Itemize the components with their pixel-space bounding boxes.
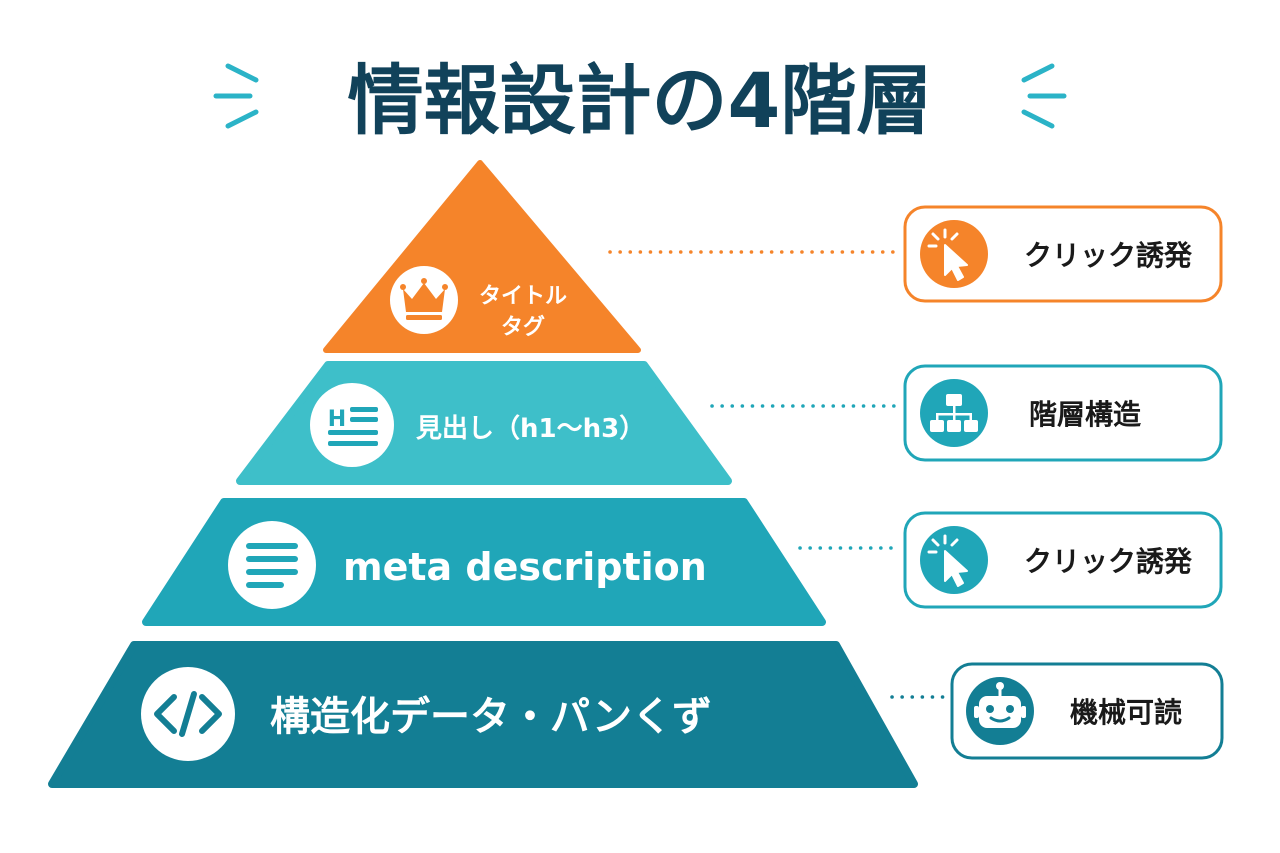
- layer-structured-data: 構造化データ・パンくず: [48, 641, 918, 788]
- crown-icon: [400, 278, 448, 320]
- tag-click-1-label: クリック誘発: [1024, 239, 1193, 272]
- tag-hierarchy-label: 階層構造: [1029, 398, 1141, 431]
- sitemap-icon: [930, 394, 978, 432]
- connectors: [608, 250, 947, 699]
- tag-click-2-label: クリック誘発: [1024, 545, 1193, 578]
- layer-headings-label: 見出し（h1〜h3）: [416, 414, 645, 444]
- layer-title-tag-label-1: タイトル: [479, 284, 567, 309]
- tag-hierarchy: 階層構造: [903, 364, 1223, 462]
- tag-machine-readable-label: 機械可読: [1070, 696, 1182, 729]
- heading-icon: H: [328, 407, 378, 446]
- layer-headings: H 見出し（h1〜h3）: [236, 361, 732, 485]
- title-dash-right-icon: [1021, 63, 1067, 129]
- code-icon: [154, 691, 222, 737]
- layer-title-tag: タイトル タグ: [323, 160, 641, 353]
- text-lines-icon: [246, 543, 298, 588]
- robot-icon: [974, 682, 1026, 728]
- svg-text:H: H: [328, 407, 346, 432]
- cursor-click-icon: [927, 534, 968, 587]
- cursor-click-icon: [927, 228, 968, 281]
- tag-machine-readable: 機械可読: [950, 662, 1224, 760]
- layer-meta-description: meta description: [142, 498, 826, 626]
- title-dash-left-icon: [213, 63, 259, 129]
- page-title: 情報設計の4階層: [348, 56, 933, 145]
- title-group: 情報設計の4階層: [213, 56, 1067, 145]
- layer-title-tag-label-2: タグ: [501, 314, 545, 340]
- layer-structured-data-label: 構造化データ・パンくず: [270, 694, 712, 740]
- tag-click-1: クリック誘発: [903, 205, 1223, 303]
- layer-meta-description-label: meta description: [343, 545, 707, 589]
- tag-click-2: クリック誘発: [903, 511, 1223, 609]
